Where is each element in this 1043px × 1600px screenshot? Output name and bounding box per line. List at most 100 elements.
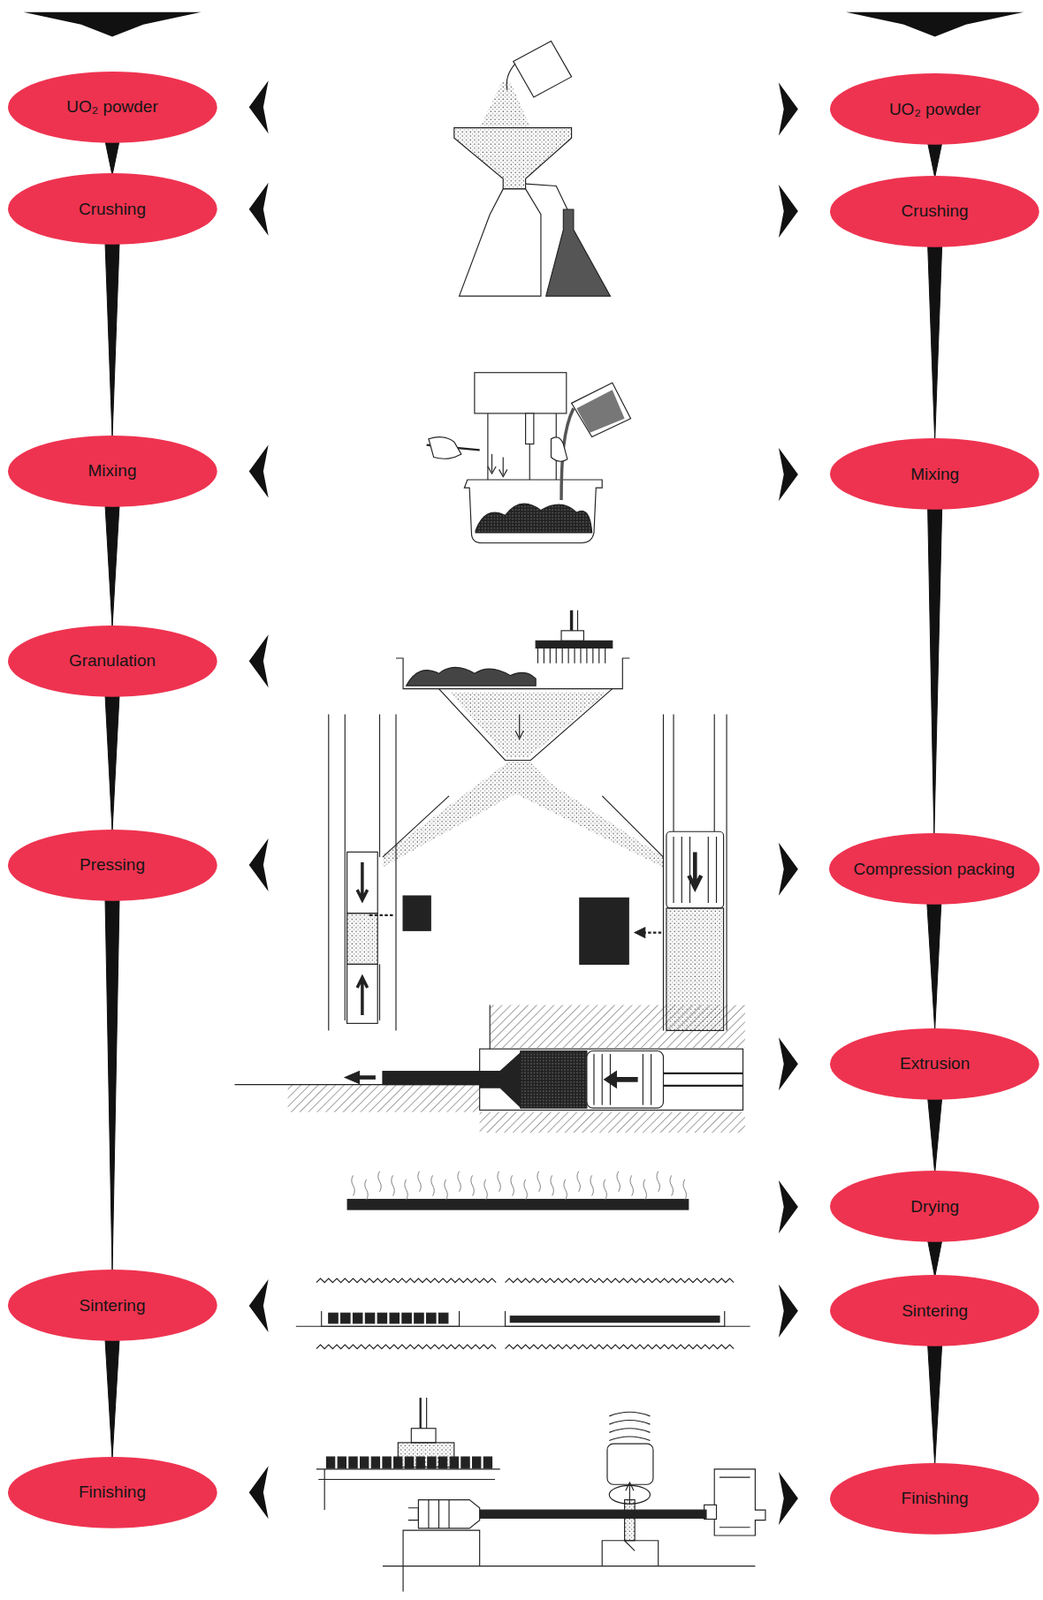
- process-ellipse: Crushing: [7, 173, 218, 245]
- granulator-press: [688, 852, 701, 888]
- step-label: Drying: [910, 1197, 960, 1218]
- granulator-press: [666, 831, 724, 909]
- pellet: [337, 1457, 346, 1470]
- steam-line: [351, 1175, 355, 1196]
- grinding-machines: [419, 1398, 422, 1432]
- granulator-press: [406, 667, 537, 686]
- powder-funnel: [459, 189, 541, 297]
- mixer: [571, 382, 632, 437]
- grinding-machines: [411, 1429, 436, 1444]
- step-label: Sintering: [79, 1296, 146, 1317]
- side-pointer: [249, 444, 269, 498]
- process-ellipse: Drying: [829, 1171, 1040, 1243]
- granulator-press: [347, 852, 379, 914]
- steam-line: [484, 1180, 488, 1201]
- granulator-press: [357, 862, 368, 901]
- mixer: [487, 413, 488, 480]
- pellet: [352, 1313, 362, 1325]
- side-pointer: [249, 1279, 269, 1333]
- heater-coil: [505, 1279, 735, 1284]
- process-ellipse: Sintering: [829, 1275, 1040, 1348]
- drying-rod: [347, 1199, 690, 1211]
- granulator-press: [382, 760, 664, 868]
- mixer: [464, 479, 602, 544]
- tapered-connector: [105, 141, 120, 176]
- granulator-press: [347, 964, 379, 1024]
- process-ellipse: UO₂ powder: [829, 73, 1040, 145]
- mixer: [474, 373, 567, 414]
- process-ellipse: Extrusion: [829, 1028, 1040, 1101]
- process-ellipse: Mixing: [829, 438, 1040, 511]
- tapered-connector: [105, 899, 120, 1273]
- powder-funnel: [513, 40, 572, 98]
- extrusion-press: [382, 1072, 482, 1086]
- sintering-furnace: [328, 1313, 449, 1325]
- grinding-machines: [714, 1469, 766, 1537]
- side-pointer: [778, 1180, 799, 1234]
- pellet: [382, 1457, 391, 1470]
- granulator-press: [379, 715, 381, 859]
- side-pointer: [778, 184, 799, 238]
- granulator-press: [634, 928, 646, 939]
- side-pointer: [778, 1285, 799, 1339]
- extrusion-press: [479, 1053, 521, 1108]
- tapered-connector: [105, 695, 120, 832]
- side-pointer: [249, 634, 269, 688]
- ellipse-fill: [7, 625, 218, 698]
- ellipse-fill: [7, 173, 218, 245]
- granulator-press: [725, 715, 727, 1032]
- tapered-connector: [105, 243, 120, 438]
- process-ellipse: Compression packing: [829, 833, 1040, 906]
- pellet: [438, 1457, 447, 1470]
- grinding-machines: [624, 1541, 636, 1553]
- ellipse-fill: [829, 1275, 1040, 1348]
- ellipse-fill: [7, 435, 218, 508]
- pellet: [394, 1457, 403, 1470]
- pellet: [360, 1457, 369, 1470]
- pellet: [427, 1457, 436, 1470]
- heater-coil: [316, 1279, 496, 1284]
- tapered-connector: [105, 505, 120, 628]
- pellet: [416, 1457, 425, 1470]
- process-ellipse: Crushing: [829, 175, 1040, 248]
- pellet: [371, 1457, 380, 1470]
- ellipse-fill: [829, 73, 1040, 145]
- steam-line: [497, 1172, 501, 1193]
- pellet: [377, 1313, 387, 1325]
- mixer: [475, 503, 593, 533]
- grinding-machines: [624, 1500, 636, 1542]
- step-label: Crushing: [78, 199, 146, 220]
- step-label: Granulation: [68, 651, 156, 671]
- pellet: [472, 1457, 481, 1470]
- mixer: [550, 437, 567, 462]
- granulator-press: [403, 896, 431, 931]
- pellet: [461, 1457, 470, 1470]
- sintering-furnace: [510, 1317, 720, 1324]
- grinding-machines: [719, 1477, 751, 1529]
- extrusion-press: [593, 1054, 652, 1106]
- process-ellipse: UO₂ powder: [7, 71, 218, 144]
- steam-line: [444, 1180, 448, 1201]
- extrusion-press: [662, 1073, 743, 1075]
- powder-funnel: [454, 128, 572, 190]
- side-pointer: [249, 80, 269, 134]
- side-pointer: [778, 843, 799, 897]
- heater-coil: [505, 1345, 735, 1350]
- powder-funnel: [454, 40, 611, 297]
- step-label: UO₂ powder: [889, 99, 981, 120]
- mixer: [428, 437, 462, 460]
- process-ellipse: Sintering: [7, 1270, 218, 1342]
- pellet: [414, 1313, 424, 1325]
- steam-line: [643, 1180, 647, 1201]
- side-pointer: [778, 1037, 799, 1091]
- step-label: Mixing: [910, 464, 960, 485]
- ellipse-fill: [829, 833, 1040, 906]
- steam-line: [510, 1175, 514, 1196]
- grinding-machines: [418, 1500, 480, 1530]
- ellipse-fill: [829, 1028, 1040, 1101]
- step-label: Finishing: [78, 1483, 146, 1503]
- tapered-connector: [928, 508, 943, 836]
- powder-funnel: [546, 209, 611, 297]
- grinding-machines: [428, 1500, 450, 1530]
